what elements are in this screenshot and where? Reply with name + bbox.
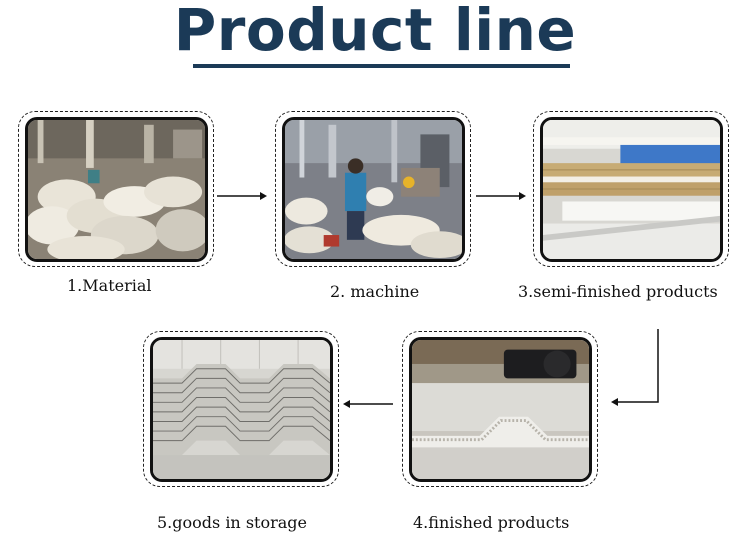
step-5-frame (143, 331, 339, 487)
semi-finished-sheets-image (543, 120, 720, 259)
step-2-photo (282, 117, 465, 262)
title-underline (193, 64, 570, 68)
arrow-elbow-down-left (611, 329, 659, 406)
step-2-caption: 2. machine (330, 282, 420, 301)
arrow-right-1 (217, 192, 267, 200)
step-4-frame (402, 331, 598, 487)
step-3-caption: 3.semi-finished products (518, 282, 718, 301)
arrow-left (343, 400, 393, 408)
page-title: Product line (173, 0, 577, 64)
stored-sheets-image (153, 340, 330, 479)
step-4-caption: 4.finished products (413, 513, 570, 532)
step-1-frame (18, 111, 214, 267)
step-1-photo (25, 117, 208, 262)
finished-corrugated-sheet-image (412, 340, 589, 479)
step-3-photo (540, 117, 723, 262)
step-5-caption: 5.goods in storage (157, 513, 307, 532)
step-4-photo (409, 337, 592, 482)
extrusion-machine-image (285, 120, 462, 259)
raw-material-bags-image (28, 120, 205, 259)
step-1-caption: 1.Material (67, 276, 152, 295)
arrow-right-2 (476, 192, 526, 200)
step-3-frame (533, 111, 729, 267)
step-5-photo (150, 337, 333, 482)
step-2-frame (275, 111, 471, 267)
